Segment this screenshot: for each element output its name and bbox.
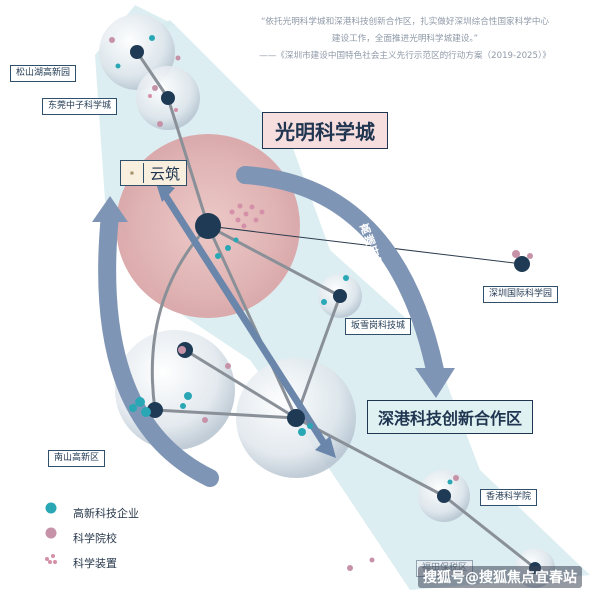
- legend-label: 高新科技企业: [73, 506, 139, 520]
- left-arrow-text: 技术创新协同: [92, 335, 104, 408]
- yunzhu-logo-icon: ▦: [121, 163, 144, 183]
- legend-label: 科学院校: [73, 531, 117, 545]
- legend-dot-enterprise: [45, 502, 57, 514]
- diagonal-arrowhead-bottom: [315, 436, 336, 458]
- label-bantian: 坂雪岗科技城: [345, 318, 412, 335]
- legend-item: 科学院校: [46, 525, 139, 550]
- yunzhu-badge: ▦ 云筑: [120, 160, 188, 186]
- label-songshanhu: 松山湖高新园: [10, 65, 77, 82]
- legend-facility-icon: [45, 554, 57, 564]
- school-dots: [109, 37, 533, 571]
- left-arrow: [98, 206, 219, 487]
- right-arrowhead: [415, 368, 455, 398]
- label-dongguan: 东莞中子科学城: [42, 98, 118, 115]
- label-hk-science: 香港科学院: [480, 489, 538, 506]
- quote-line-1: “依托光明科学城和深港科技创新合作区，扎实做好深圳综合性国家科学中心: [260, 17, 550, 27]
- enterprise-dots: [115, 35, 453, 485]
- label-guangming: 光明科学城: [262, 112, 388, 149]
- label-shengang: 深港科技创新合作区: [367, 400, 534, 434]
- quote-line-2: 建设工作，全面推进光明科学城建设。”: [331, 34, 479, 44]
- node-dots: [130, 45, 541, 574]
- legend-label: 科学装置: [73, 556, 117, 570]
- right-arrow: [236, 166, 444, 379]
- left-arrowhead: [92, 196, 128, 222]
- facility-dots: [148, 94, 265, 229]
- legend-dot-school: [45, 527, 57, 539]
- label-nanshan: 南山高新区: [48, 450, 106, 467]
- label-shenzhen-intl: 深圳国际科学园: [483, 286, 559, 303]
- legend: 高新科技企业 科学院校 科学装置: [46, 500, 139, 575]
- diagonal-arrow: [162, 193, 328, 447]
- legend-item: 高新科技企业: [46, 500, 139, 525]
- legend-item: 科学装置: [46, 550, 139, 575]
- yunzhu-label: 云筑: [150, 164, 181, 183]
- policy-quote: “依托光明科学城和深港科技创新合作区，扎实做好深圳综合性国家科学中心 建设工作，…: [220, 14, 590, 65]
- connector-intl: [207, 225, 523, 265]
- quote-line-3: ——《深圳市建设中国特色社会主义先行示范区的行动方案（2019-2025）》: [259, 51, 551, 61]
- watermark: 搜狐号@搜狐焦点宜春站: [418, 566, 582, 588]
